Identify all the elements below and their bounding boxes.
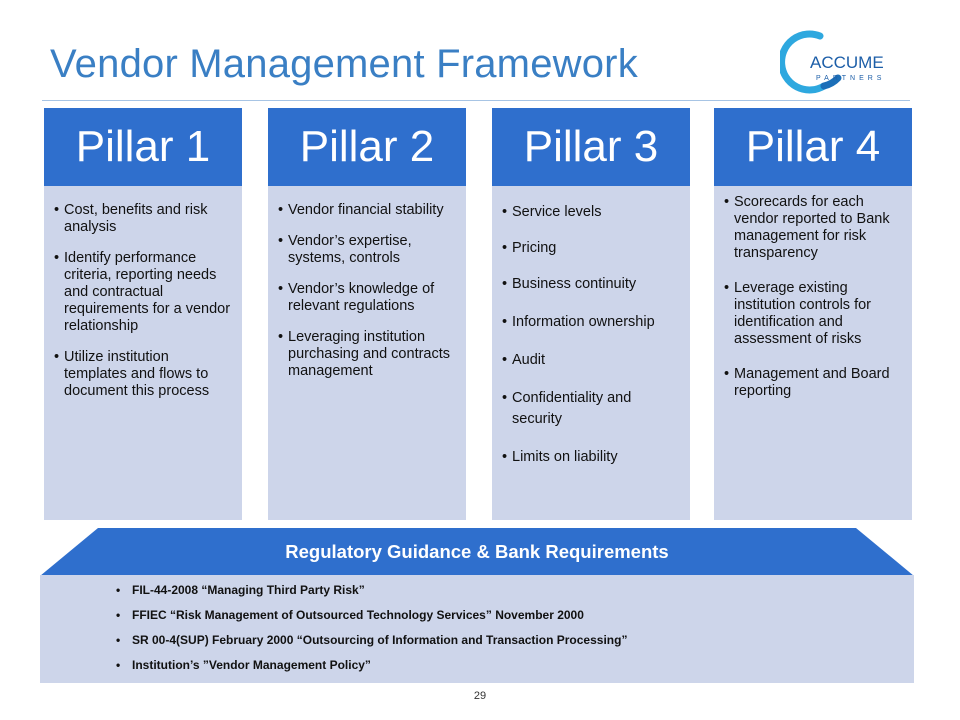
pillar-3-item: Business continuity xyxy=(502,276,682,293)
pillar-1-item: Cost, benefits and risk analysis xyxy=(54,202,234,236)
pillar-1-list: Cost, benefits and risk analysis Identif… xyxy=(54,202,234,400)
accume-partners-logo: ACCUME PARTNERS xyxy=(780,30,885,94)
pillar-2-item: Leveraging institution purchasing and co… xyxy=(278,329,458,380)
pillar-3-body: Service levels Pricing Business continui… xyxy=(492,186,690,520)
pillar-1-item: Utilize institution templates and flows … xyxy=(54,349,234,400)
pillar-2-heading: Pillar 2 xyxy=(268,108,466,186)
pillar-2-body: Vendor financial stability Vendor’s expe… xyxy=(268,186,466,520)
regulatory-item: FFIEC “Risk Management of Outsourced Tec… xyxy=(116,606,627,631)
pillar-3-item: Limits on liability xyxy=(502,449,682,466)
title-divider xyxy=(42,100,910,101)
pillar-2-item: Vendor’s knowledge of relevant regulatio… xyxy=(278,281,458,315)
pillar-3: Pillar 3 Service levels Pricing Business… xyxy=(492,108,690,520)
pillar-3-item: Confidentiality and security xyxy=(502,388,682,430)
pillar-4-item: Management and Board reporting xyxy=(724,366,904,400)
regulatory-list: FIL-44-2008 “Managing Third Party Risk” … xyxy=(116,581,627,681)
regulatory-box: FIL-44-2008 “Managing Third Party Risk” … xyxy=(40,575,914,683)
pillar-3-item: Information ownership xyxy=(502,312,682,333)
logo-name: ACCUME xyxy=(810,53,884,72)
pillar-3-item: Service levels xyxy=(502,204,682,221)
pillar-3-item: Audit xyxy=(502,352,682,369)
pillar-4-list: Scorecards for each vendor reported to B… xyxy=(724,194,904,400)
slide-title: Vendor Management Framework xyxy=(50,42,638,86)
pillar-4-body: Scorecards for each vendor reported to B… xyxy=(714,186,912,520)
page-number: 29 xyxy=(473,690,487,702)
pillar-3-item: Pricing xyxy=(502,240,682,257)
pillar-1-body: Cost, benefits and risk analysis Identif… xyxy=(44,186,242,520)
regulatory-item: Institution’s ”Vendor Management Policy” xyxy=(116,656,627,681)
pillar-1: Pillar 1 Cost, benefits and risk analysi… xyxy=(44,108,242,520)
pillar-2-item: Vendor financial stability xyxy=(278,202,458,219)
pillar-4: Pillar 4 Scorecards for each vendor repo… xyxy=(714,108,912,520)
pillar-1-heading: Pillar 1 xyxy=(44,108,242,186)
regulatory-item: FIL-44-2008 “Managing Third Party Risk” xyxy=(116,581,627,606)
pillar-1-item: Identify performance criteria, reporting… xyxy=(54,250,234,335)
pillar-2: Pillar 2 Vendor financial stability Vend… xyxy=(268,108,466,520)
pillar-4-heading: Pillar 4 xyxy=(714,108,912,186)
regulatory-title: Regulatory Guidance & Bank Requirements xyxy=(285,541,669,562)
regulatory-item: SR 00-4(SUP) February 2000 “Outsourcing … xyxy=(116,631,627,656)
pillar-2-list: Vendor financial stability Vendor’s expe… xyxy=(278,202,458,380)
pillar-3-heading: Pillar 3 xyxy=(492,108,690,186)
pillar-4-item: Scorecards for each vendor reported to B… xyxy=(724,194,904,262)
regulatory-banner xyxy=(40,528,914,576)
pillar-2-item: Vendor’s expertise, systems, controls xyxy=(278,233,458,267)
pillar-4-item: Leverage existing institution controls f… xyxy=(724,280,904,348)
logo-tagline: PARTNERS xyxy=(816,75,885,82)
pillar-3-list: Service levels Pricing Business continui… xyxy=(502,204,682,466)
